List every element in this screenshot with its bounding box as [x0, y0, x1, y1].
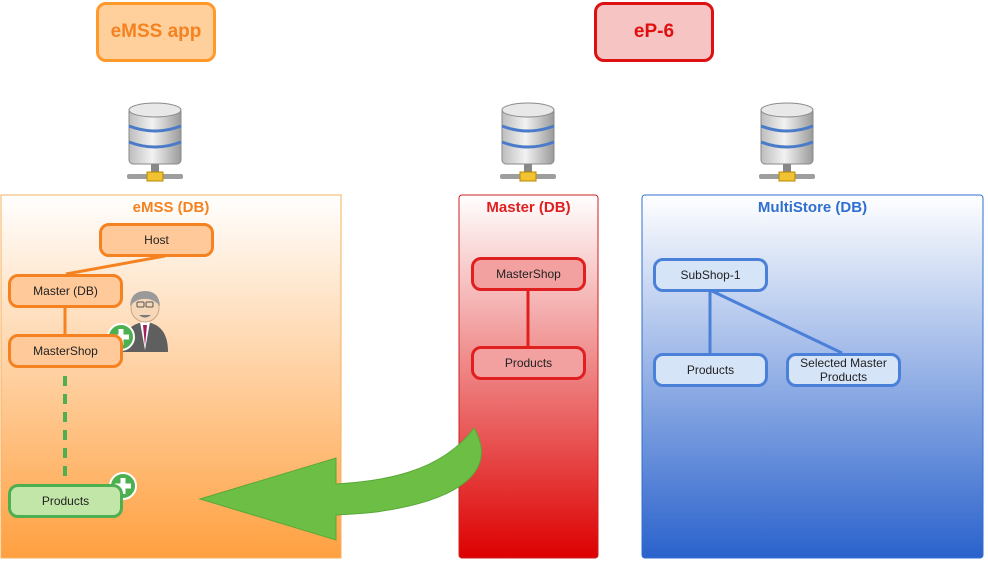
database-icon	[498, 101, 558, 183]
master-products-node: Products	[471, 346, 586, 380]
emss-host-node: Host	[99, 223, 214, 257]
master-mastershop-node: MasterShop	[471, 257, 586, 291]
multistore-panel: MultiStore (DB)	[642, 195, 983, 558]
database-icon	[125, 101, 185, 183]
emss-panel-title: eMSS (DB)	[132, 199, 210, 216]
multistore-selected-products-node: Selected Master Products	[786, 353, 901, 387]
multistore-subshop-node: SubShop-1	[653, 258, 768, 292]
arrow-icon	[198, 427, 482, 541]
master-panel-title: Master (DB)	[486, 199, 571, 216]
master-panel: Master (DB)	[459, 195, 598, 558]
emss-products-node: Products	[8, 484, 123, 518]
emss-mastershop-node: MasterShop	[8, 334, 123, 368]
connector-subshop-selected	[711, 289, 843, 355]
database-icon	[757, 101, 817, 183]
multistore-products-node: Products	[653, 353, 768, 387]
emss-app-title: eMSS app	[96, 2, 216, 62]
user-icon	[122, 291, 168, 352]
emss-master-node: Master (DB)	[8, 274, 123, 308]
emss-panel: eMSS (DB)	[1, 195, 341, 558]
ep6-app-title: eP-6	[594, 2, 714, 62]
multistore-panel-title: MultiStore (DB)	[757, 199, 868, 216]
connector-host-master	[65, 254, 166, 276]
